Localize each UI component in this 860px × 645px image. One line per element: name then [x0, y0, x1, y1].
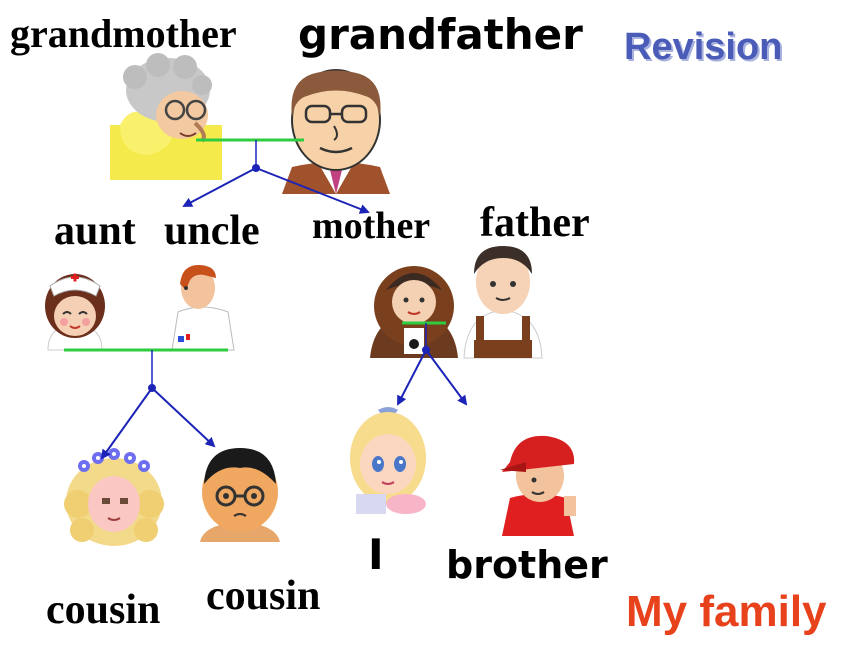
revision-title: Revision	[624, 26, 783, 68]
label-father: father	[480, 200, 590, 246]
grandmother-icon	[110, 53, 222, 180]
label-me: I	[368, 530, 384, 579]
father-icon	[463, 246, 543, 359]
label-aunt: aunt	[54, 208, 136, 254]
label-mother: mother	[312, 205, 431, 247]
brother-icon	[500, 435, 576, 536]
label-cousin-right: cousin	[206, 573, 321, 619]
arrow-to-uncle	[182, 167, 257, 207]
label-grandmother: grandmother	[10, 11, 237, 56]
arrow-to-girl-cousin	[100, 387, 153, 460]
footer-title: My family	[626, 587, 827, 636]
label-brother: brother	[446, 543, 608, 587]
girl-cousin-icon	[64, 448, 164, 546]
grandfather-icon	[282, 69, 390, 194]
label-uncle: uncle	[164, 208, 260, 254]
arrow-to-brother	[425, 349, 468, 406]
girl-me-icon	[350, 407, 426, 514]
arrow-to-boy-cousin	[151, 387, 216, 448]
aunt-nurse-icon	[45, 273, 105, 351]
uncle-icon	[171, 264, 235, 351]
label-cousin-left: cousin	[46, 587, 161, 633]
boy-cousin-icon	[200, 448, 280, 542]
label-grandfather: grandfather	[298, 10, 583, 59]
arrow-to-me	[397, 349, 427, 406]
arrow-to-mother	[255, 167, 370, 214]
